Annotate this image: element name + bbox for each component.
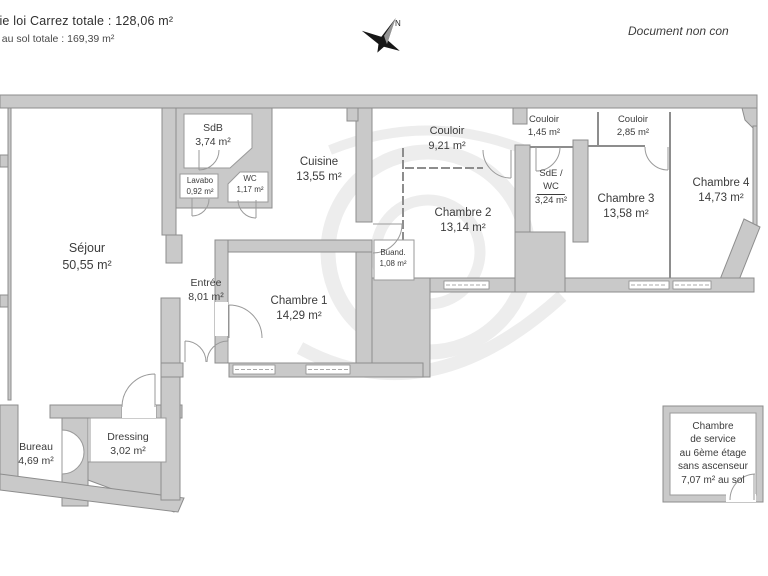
room-label-buanderie: Buand.1,08 m² (379, 248, 407, 268)
thin-partitions (402, 112, 671, 278)
compass-north-label: N (395, 19, 401, 28)
disclaimer-text: Document non con (628, 24, 729, 38)
compass-icon (361, 18, 400, 53)
floor-area-text: e au sol totale : 169,39 m² (0, 33, 115, 45)
room-label-sde-wc: SdE / WC 3,24 m² (534, 168, 568, 207)
carrez-area-text: cie loi Carrez totale : 128,06 m² (0, 14, 174, 28)
room-label-chambre-service: Chambre de service au 6ème étage sans as… (677, 421, 749, 486)
room-interiors (61, 113, 757, 502)
door-swings (121, 146, 756, 501)
windows (232, 280, 712, 375)
